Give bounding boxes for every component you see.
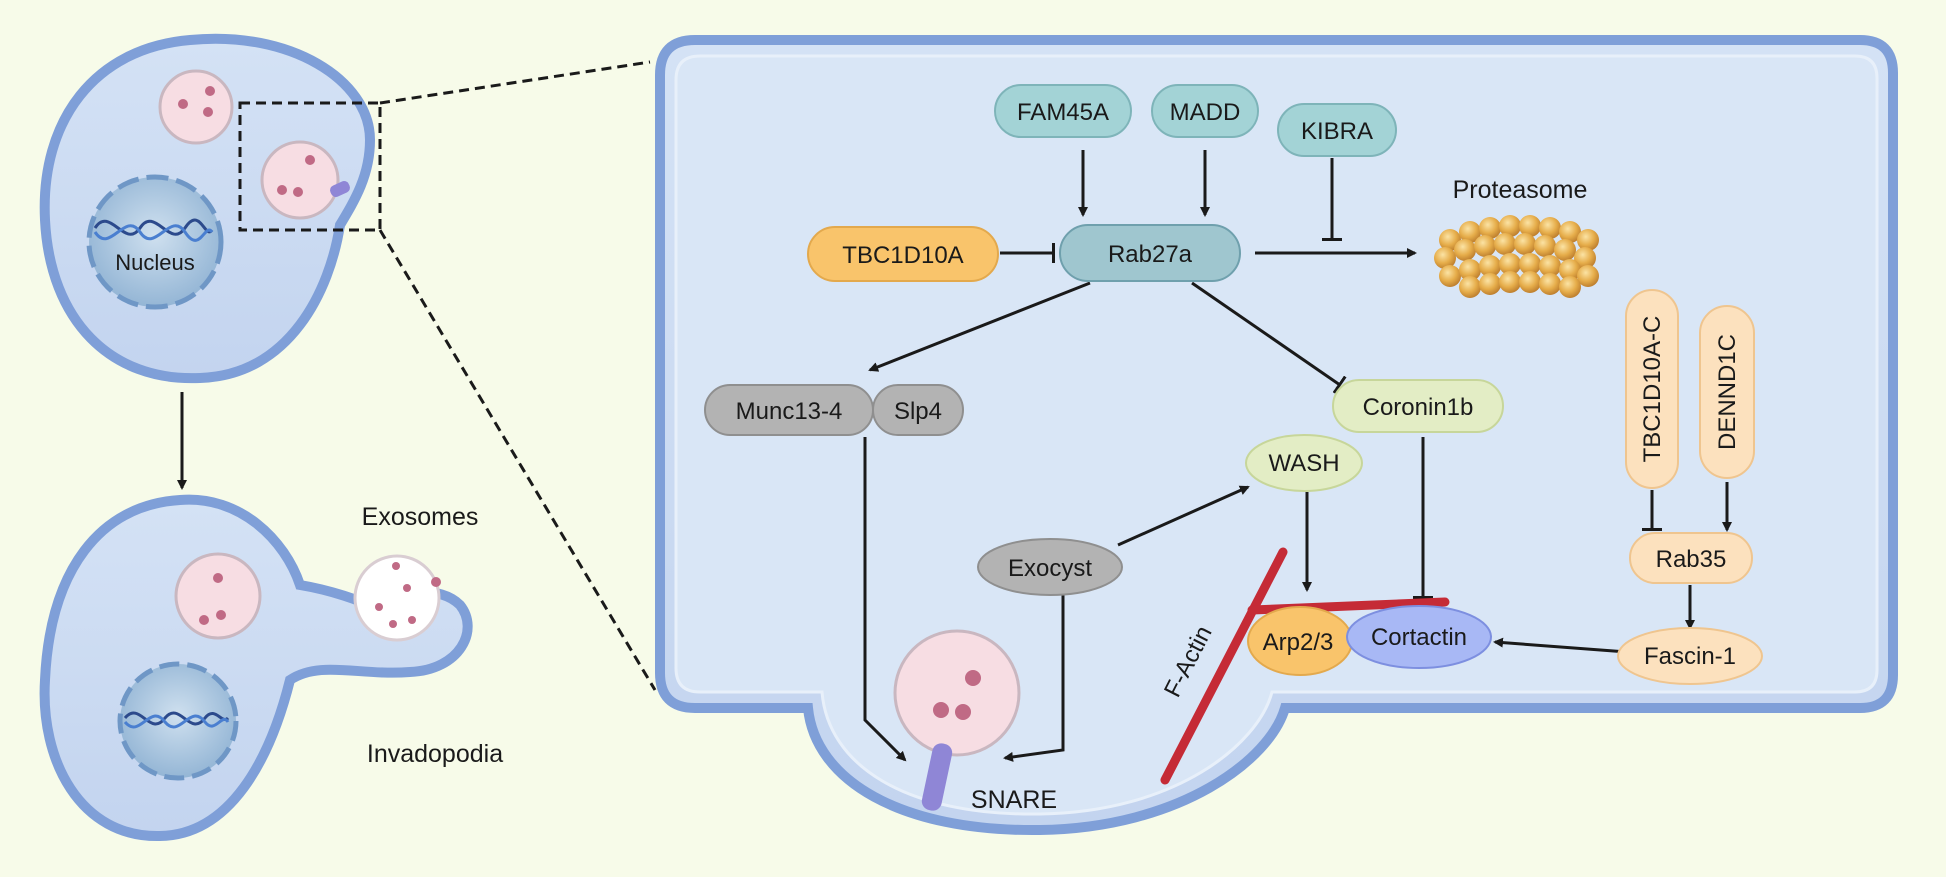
snare-label: SNARE — [971, 786, 1057, 814]
node-rab35-label: Rab35 — [1656, 546, 1727, 573]
docking-vesicle: SNARE — [893, 629, 1057, 814]
invadopodia-label: Invadopodia — [367, 740, 503, 768]
rab27a-inhibits-coronin1b — [1191, 281, 1347, 394]
node-kibra: KIBRA — [1277, 103, 1397, 157]
nucleus-label: Nucleus — [115, 250, 194, 275]
vesicle-bottom — [174, 552, 262, 640]
node-rab27a-label: Rab27a — [1108, 241, 1193, 268]
bottom-cell: Exosomes Invadopodia — [39, 494, 503, 842]
node-wash-label: WASH — [1268, 450, 1339, 477]
node-fam45a: FAM45A — [994, 84, 1132, 138]
node-dennd1c-label: DENND1C — [1714, 334, 1741, 450]
node-kibra-label: KIBRA — [1301, 118, 1373, 145]
node-arp23-label: Arp2/3 — [1263, 629, 1334, 656]
proteasome: Proteasome — [1434, 176, 1599, 298]
snare-rod — [921, 743, 953, 811]
node-dennd1c: DENND1C — [1699, 305, 1755, 479]
node-arp23: Arp2/3 — [1247, 606, 1353, 676]
node-coronin1b-label: Coronin1b — [1363, 394, 1474, 421]
proteasome-label: Proteasome — [1453, 176, 1588, 204]
nucleus-bottom — [117, 661, 239, 781]
node-wash: WASH — [1245, 434, 1363, 492]
exocyst-to-wash — [1117, 485, 1250, 547]
nucleus-top: Nucleus — [86, 174, 224, 310]
node-tbc1d10a-c-label: TBC1D10A-C — [1639, 316, 1666, 463]
fascin1-to-cortactin — [1493, 637, 1628, 654]
zoom-line-top — [379, 60, 651, 105]
zoom-line-bottom — [378, 229, 657, 691]
node-exocyst-label: Exocyst — [1008, 555, 1092, 582]
node-fam45a-label: FAM45A — [1017, 99, 1109, 126]
node-munc13-4-label: Munc13-4 — [736, 398, 843, 425]
node-madd-label: MADD — [1170, 99, 1241, 126]
node-tbc1d10a: TBC1D10A — [807, 226, 999, 282]
node-slp4: Slp4 — [872, 384, 964, 436]
node-coronin1b: Coronin1b — [1332, 379, 1504, 433]
exocyst-to-snare — [1003, 593, 1065, 762]
top-cell: Nucleus — [39, 33, 376, 384]
node-rab27a: Rab27a — [1059, 224, 1241, 282]
connectors — [863, 150, 1732, 762]
node-munc13-4: Munc13-4 — [704, 384, 874, 436]
vesicle-top — [158, 69, 234, 145]
rab27a-to-munc13 — [868, 281, 1091, 372]
node-slp4-label: Slp4 — [894, 398, 942, 425]
zoom-box — [238, 101, 382, 232]
exosome-vesicle — [353, 554, 441, 642]
vesicle-mid — [260, 140, 350, 220]
node-exocyst: Exocyst — [977, 538, 1123, 596]
node-tbc1d10a-label: TBC1D10A — [842, 242, 963, 269]
node-tbc1d10a-c: TBC1D10A-C — [1625, 289, 1679, 489]
proteasome-balls — [1434, 215, 1599, 298]
slp4-to-snare — [863, 437, 907, 762]
node-fascin1: Fascin-1 — [1617, 627, 1763, 685]
node-cortactin-label: Cortactin — [1371, 624, 1467, 651]
node-fascin1-label: Fascin-1 — [1644, 643, 1736, 670]
node-rab35: Rab35 — [1629, 532, 1753, 584]
exosomes-label: Exosomes — [362, 503, 479, 531]
node-madd: MADD — [1151, 84, 1259, 138]
node-cortactin: Cortactin — [1346, 605, 1492, 669]
